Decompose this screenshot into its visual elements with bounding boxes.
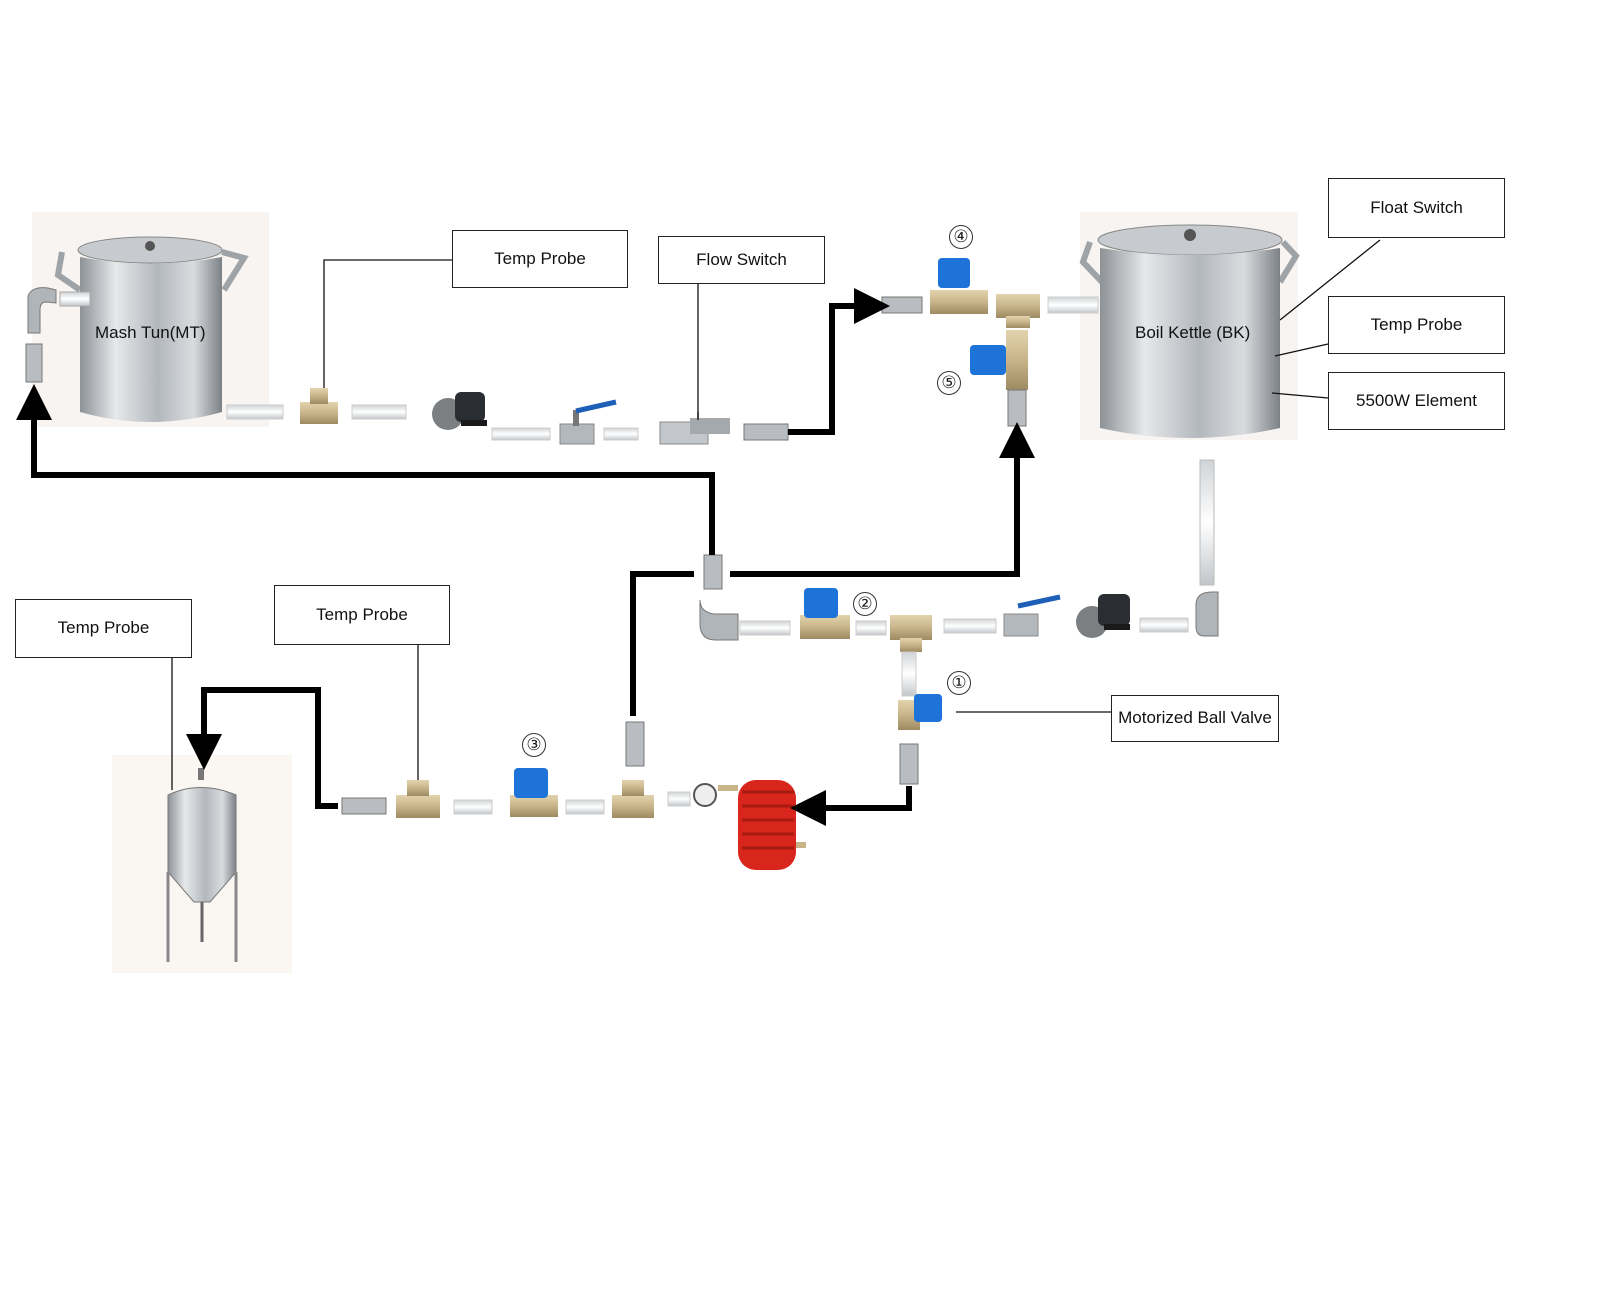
bk-inlet-fittings [881,258,1099,427]
float-switch-label: Float Switch [1328,178,1505,238]
v1-to-chiller-line [790,786,912,826]
element-label: 5500W Element [1328,372,1505,430]
mash-tun-temp-probe-label: Temp Probe [452,230,628,288]
junction-to-v5-line [730,422,1035,577]
mash-tun-elbow [25,287,91,383]
valve-number-1: ① [947,671,971,695]
bk-pump-line-fittings [699,554,1189,652]
bk-outlet-pipe [1195,459,1219,637]
pump-icon [1076,594,1130,638]
valve-number-4: ④ [949,225,973,249]
ball-valve-icon [559,399,617,445]
chiller-coil [693,780,806,870]
mt-return-line [16,384,715,555]
boil-kettle-pot [1079,212,1300,440]
boil-kettle-temp-probe-label: Temp Probe [1328,296,1505,354]
motorized-ball-valve-label: Motorized Ball Valve [1111,695,1279,742]
valve-1-fittings [898,651,942,785]
valve-number-2: ② [853,592,877,616]
valve-number-3: ③ [522,733,546,757]
flow-lines [16,288,1035,826]
fermenter-line-fittings [341,721,691,818]
to-fermenter-line [186,687,338,809]
flow-switch-to-v4-line [788,288,890,435]
mt-recirc-fittings [226,388,789,445]
junction-to-bottom-tee-line [630,571,694,716]
fermenter-temp-probe-label: Temp Probe [15,599,192,658]
flow-switch-label: Flow Switch [658,236,825,284]
leader-lines [171,239,1381,790]
mash-tun-pot [32,212,269,427]
boil-kettle-label: Boil Kettle (BK) [1135,323,1251,342]
valve-number-5: ⑤ [937,371,961,395]
mash-tun-label: Mash Tun(MT) [95,323,206,342]
pump-icon [432,392,487,430]
conical-fermenter [112,755,292,973]
line-temp-probe-label: Temp Probe [274,585,450,645]
flow-switch-body [659,412,730,445]
